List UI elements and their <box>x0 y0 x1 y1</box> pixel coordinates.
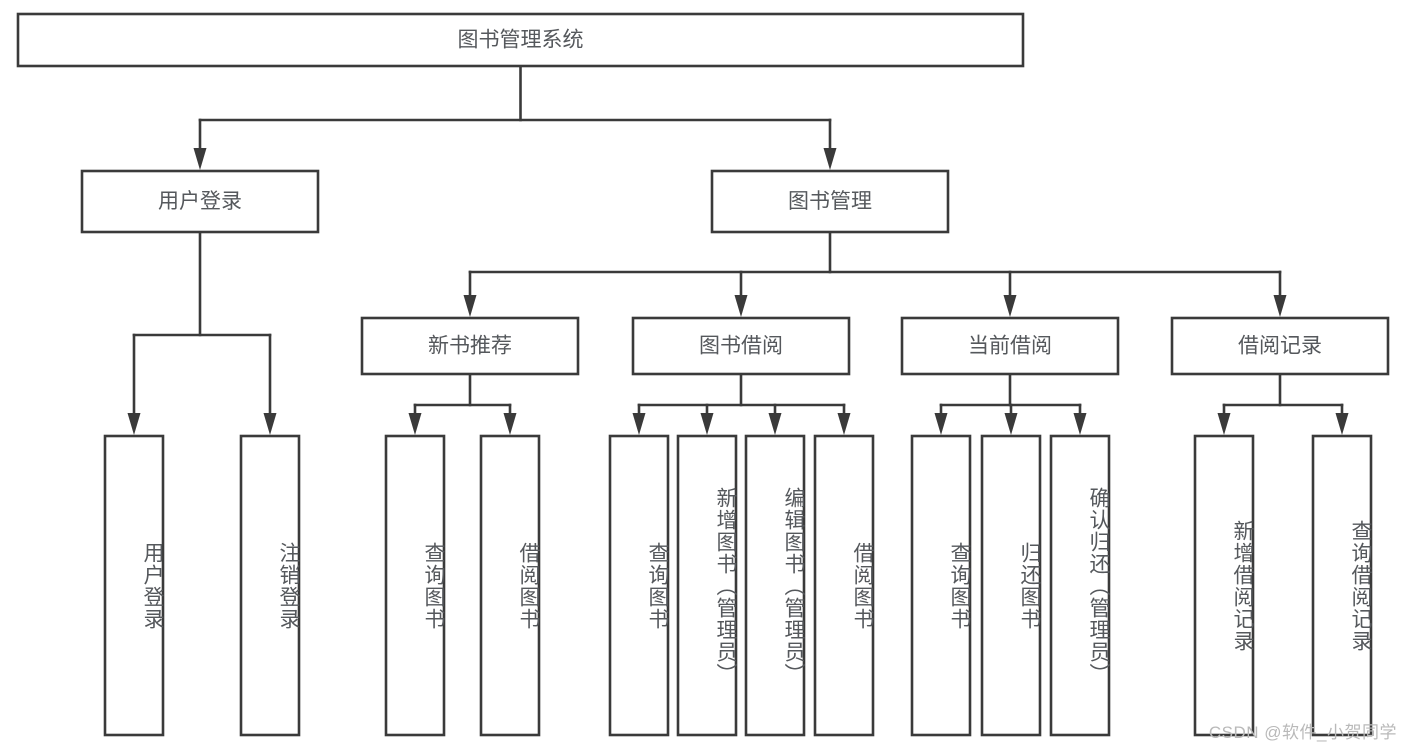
node-box-leaf-borrow-book-2[interactable] <box>813 434 875 737</box>
node-box-leaf-confirm-return[interactable] <box>1049 434 1111 737</box>
connector-group-user-login <box>127 230 277 435</box>
node-label-book-manage: 图书管理 <box>788 190 872 213</box>
node-box-leaf-user-logout[interactable] <box>239 434 301 737</box>
node-box-leaf-borrow-book-1[interactable] <box>479 434 541 737</box>
node-box-book-borrow[interactable] <box>631 316 851 376</box>
connector-group-current-borrow <box>934 372 1087 435</box>
node-box-new-book-recommend[interactable] <box>360 316 580 376</box>
node-box-current-borrow[interactable] <box>900 316 1120 376</box>
node-box-user-login[interactable] <box>80 169 320 234</box>
connectors-layer <box>127 64 1349 435</box>
node-box-leaf-add-book[interactable] <box>676 434 738 737</box>
node-label-borrow-record: 借阅记录 <box>1238 335 1322 358</box>
boxes-layer <box>16 12 1390 737</box>
node-box-book-manage[interactable] <box>710 169 950 234</box>
connector-group-book-borrow <box>632 372 851 435</box>
node-box-leaf-query-book-2[interactable] <box>608 434 670 737</box>
node-label-book-borrow: 图书借阅 <box>699 335 783 358</box>
node-box-leaf-query-book-1[interactable] <box>384 434 446 737</box>
connector-group-root <box>193 64 837 170</box>
node-box-borrow-record[interactable] <box>1170 316 1390 376</box>
node-box-leaf-add-record[interactable] <box>1193 434 1255 737</box>
node-box-leaf-query-book-3[interactable] <box>910 434 972 737</box>
node-label-new-book-recommend: 新书推荐 <box>428 335 512 358</box>
node-box-leaf-edit-book[interactable] <box>744 434 806 737</box>
node-box-root[interactable] <box>16 12 1025 68</box>
csdn-watermark: CSDN @软件_小贺同学 <box>1208 723 1397 742</box>
connector-group-book-manage <box>463 230 1287 317</box>
node-box-leaf-user-login[interactable] <box>103 434 165 737</box>
node-label-user-login: 用户登录 <box>158 190 242 213</box>
node-box-leaf-return-book[interactable] <box>980 434 1042 737</box>
connector-group-new-book-recommend <box>408 372 517 435</box>
node-label-root: 图书管理系统 <box>458 29 584 52</box>
node-box-leaf-query-record[interactable] <box>1311 434 1373 737</box>
connector-group-borrow-record <box>1217 372 1349 435</box>
node-label-current-borrow: 当前借阅 <box>968 335 1052 358</box>
